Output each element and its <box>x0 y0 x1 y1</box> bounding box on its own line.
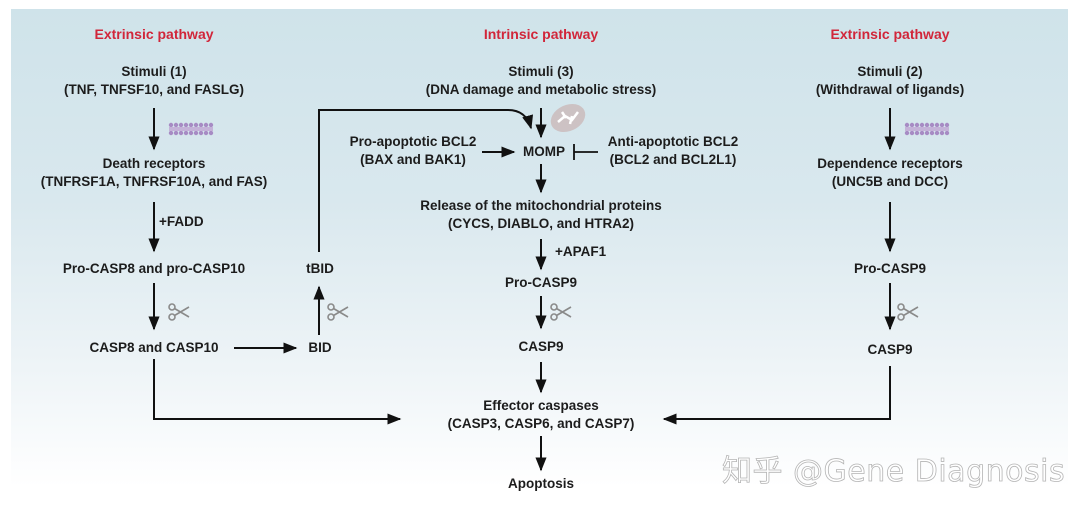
middle-pathway-title: Intrinsic pathway <box>483 26 599 42</box>
stimuli-2-node: Stimuli (2) (Withdrawal of ligands) <box>816 63 964 99</box>
stimuli-2-label: Stimuli (2) <box>857 64 923 79</box>
pro-casp8-casp10-node: Pro-CASP8 and pro-CASP10 <box>62 261 246 276</box>
scissors-icon <box>550 303 572 321</box>
casp9-node: CASP9 <box>518 339 564 354</box>
mitochondrion-icon <box>550 103 586 133</box>
stimuli-1-label: Stimuli (1) <box>121 64 187 79</box>
pro-apoptotic-label: Pro-apoptotic BCL2 <box>349 134 477 149</box>
arrow-casp8-to-effector <box>153 359 402 425</box>
dependence-receptors-node: Dependence receptors (UNC5B and DCC) <box>817 155 963 191</box>
death-receptors-node: Death receptors (TNFRSF1A, TNFRSF10A, an… <box>41 155 268 191</box>
scissors-icon <box>168 303 190 321</box>
casp9-right-node: CASP9 <box>867 342 913 357</box>
right-pathway-title: Extrinsic pathway <box>830 26 950 42</box>
bid-node: BID <box>308 340 332 355</box>
death-receptors-detail: (TNFRSF1A, TNFRSF10A, and FAS) <box>40 174 268 189</box>
scissors-icon <box>327 303 349 321</box>
pro-casp9-right-node: Pro-CASP9 <box>853 261 927 276</box>
anti-apoptotic-label: Anti-apoptotic BCL2 <box>607 134 739 149</box>
effector-detail: (CASP3, CASP6, and CASP7) <box>447 416 635 431</box>
effector-label: Effector caspases <box>483 398 599 413</box>
stimuli-1-node: Stimuli (1) (TNF, TNFSF10, and FASLG) <box>64 63 244 99</box>
stimuli-2-detail: (Withdrawal of ligands) <box>815 82 965 97</box>
apoptosis-node: Apoptosis <box>508 476 574 491</box>
watermark: 知乎 @Gene Diagnosis <box>722 454 1066 490</box>
mitochondrial-release-node: Release of the mitochondrial proteins (C… <box>420 197 662 233</box>
stimuli-3-node: Stimuli (3) (DNA damage and metabolic st… <box>426 63 657 99</box>
momp-node: MOMP <box>523 144 565 159</box>
cell-membrane-icon <box>168 122 214 136</box>
inhibition-bar <box>573 144 598 160</box>
pro-apoptotic-bcl2-node: Pro-apoptotic BCL2 (BAX and BAK1) <box>350 133 477 169</box>
cell-membrane-icon <box>904 122 950 136</box>
anti-apoptotic-detail: (BCL2 and BCL2L1) <box>609 152 737 167</box>
effector-caspases-node: Effector caspases (CASP3, CASP6, and CAS… <box>448 397 635 433</box>
arrow-tbid-to-momp <box>318 109 534 252</box>
dependence-receptors-detail: (UNC5B and DCC) <box>831 174 949 189</box>
pro-apoptotic-detail: (BAX and BAK1) <box>360 152 466 167</box>
release-detail: (CYCS, DIABLO, and HTRA2) <box>447 216 635 231</box>
left-pathway-title: Extrinsic pathway <box>94 26 214 42</box>
anti-apoptotic-bcl2-node: Anti-apoptotic BCL2 (BCL2 and BCL2L1) <box>608 133 739 169</box>
scissors-icon <box>897 303 919 321</box>
dependence-receptors-label: Dependence receptors <box>817 156 963 171</box>
pro-casp9-node: Pro-CASP9 <box>504 275 578 290</box>
arrow-casp9-right-to-effector <box>662 366 891 425</box>
stimuli-3-detail: (DNA damage and metabolic stress) <box>425 82 657 97</box>
release-label: Release of the mitochondrial proteins <box>420 198 662 213</box>
casp8-casp10-node: CASP8 and CASP10 <box>89 340 219 355</box>
death-receptors-label: Death receptors <box>102 156 206 171</box>
apaf1-label: +APAF1 <box>555 244 607 259</box>
stimuli-3-label: Stimuli (3) <box>508 64 574 79</box>
stimuli-1-detail: (TNF, TNFSF10, and FASLG) <box>63 82 245 97</box>
fadd-label: +FADD <box>159 214 204 229</box>
tbid-node: tBID <box>306 261 334 276</box>
